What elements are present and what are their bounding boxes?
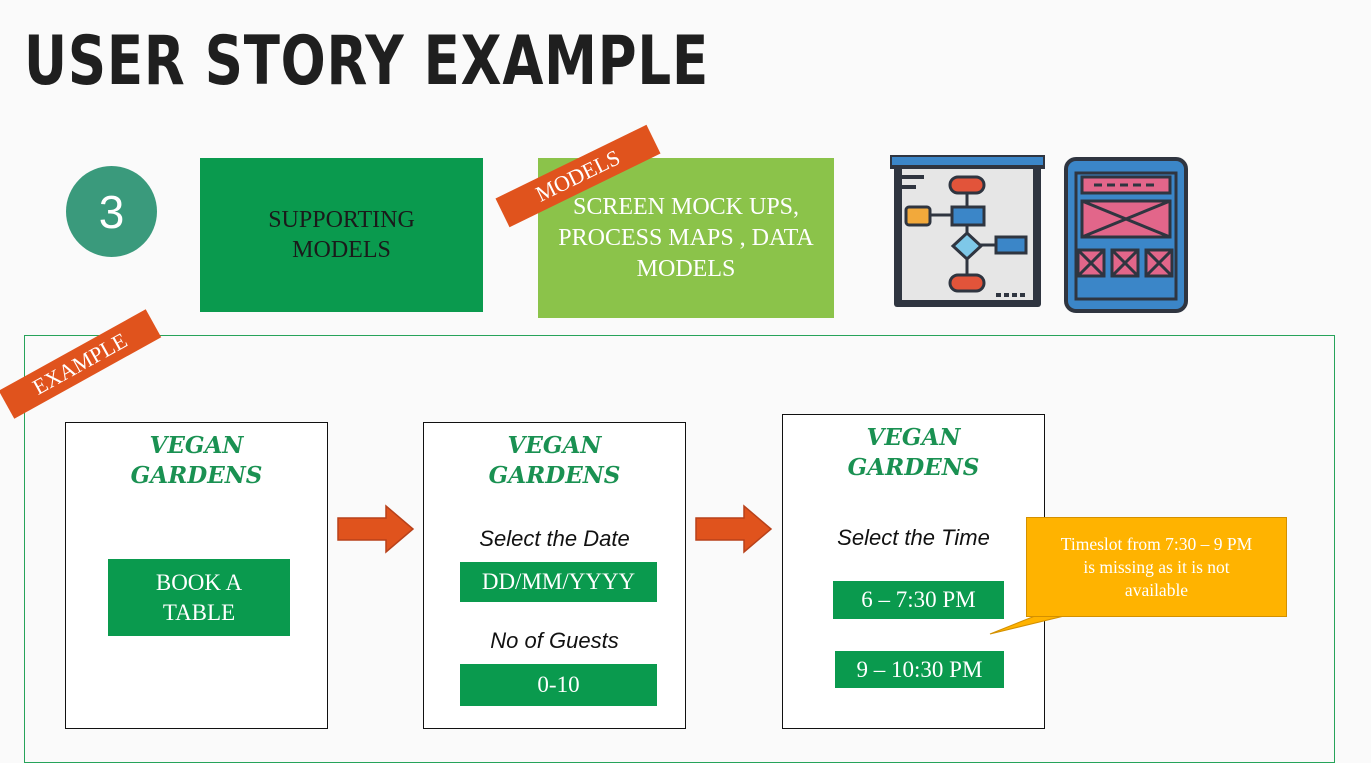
book-line2: TABLE (162, 599, 236, 625)
mockup-screen-3: VEGAN GARDENS Select the Time 6 – 7:30 P… (782, 414, 1045, 729)
date-input[interactable]: DD/MM/YYYY (460, 562, 657, 602)
flowchart-icon (890, 155, 1045, 307)
guests-input[interactable]: 0-10 (460, 664, 657, 706)
page-title: USER STORY EXAMPLE (24, 22, 709, 101)
supporting-line1: SUPPORTING (268, 207, 415, 233)
supporting-models-box: SUPPORTING MODELS (200, 158, 483, 312)
time-label: Select the Time (837, 525, 990, 550)
supporting-line2: MODELS (292, 237, 391, 263)
step-number-badge: 3 (66, 166, 157, 257)
callout-line3: available (1124, 579, 1189, 600)
brand-line1: VEGAN (149, 432, 244, 459)
time-slot-2-button[interactable]: 9 – 10:30 PM (835, 651, 1004, 688)
mockup-screen-2: VEGAN GARDENS Select the Date DD/MM/YYYY… (423, 422, 686, 729)
callout-line2: is missing as it is not (1083, 556, 1230, 577)
book-line1: BOOK A (155, 569, 243, 595)
brand-line1: VEGAN (507, 432, 602, 459)
guests-label: No of Guests (490, 628, 619, 653)
models-line2: PROCESS MAPS , DATA (558, 224, 814, 251)
callout-line1: Timeslot from 7:30 – 9 PM (1060, 533, 1253, 554)
arrow-right-icon (695, 504, 773, 554)
arrow-right-icon (337, 504, 415, 554)
time-slot-1-button[interactable]: 6 – 7:30 PM (833, 581, 1004, 619)
models-line3: MODELS (636, 255, 736, 282)
date-label: Select the Date (479, 526, 630, 551)
models-description-box: SCREEN MOCK UPS, PROCESS MAPS , DATA MOD… (538, 158, 834, 318)
brand-line1: VEGAN (866, 424, 961, 451)
wireframe-icon (1064, 157, 1188, 313)
book-table-button[interactable]: BOOK A TABLE (108, 559, 290, 636)
models-line1: SCREEN MOCK UPS, (572, 193, 800, 220)
mockup-screen-1: VEGAN GARDENS BOOK A TABLE (65, 422, 328, 729)
callout-note: Timeslot from 7:30 – 9 PM is missing as … (1026, 517, 1287, 617)
brand-line2: GARDENS (847, 454, 980, 481)
brand-line2: GARDENS (130, 462, 263, 489)
brand-line2: GARDENS (488, 462, 621, 489)
